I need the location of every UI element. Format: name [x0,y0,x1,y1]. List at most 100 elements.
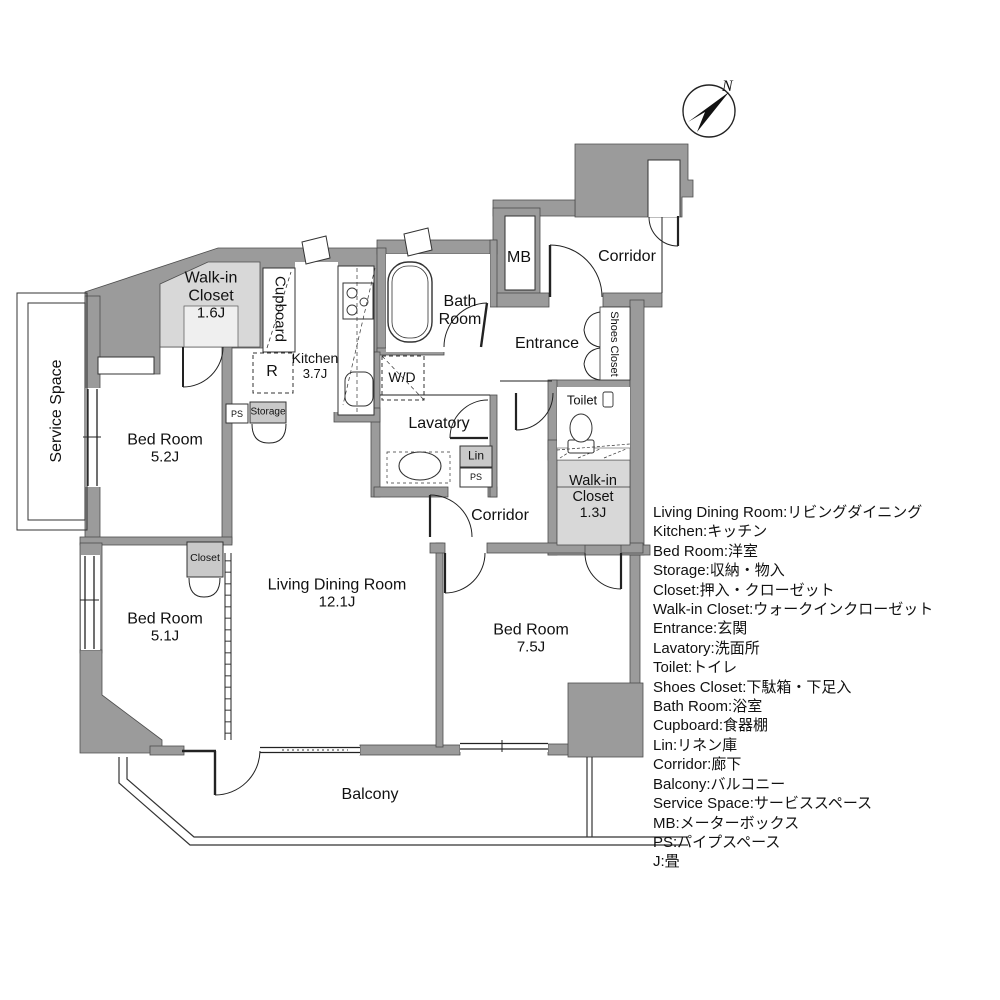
balcony-inner [126,757,688,838]
legend-item: Balcony:バルコニー [653,775,786,793]
wall-right-lower [629,554,641,691]
legend-item: Shoes Closet:下駄箱・下足入 [653,678,852,696]
kitchen-floor [295,262,338,412]
closet-box [186,541,224,578]
bed75-window-gap [460,741,548,752]
room-label-toilet: Toilet [566,392,598,408]
closet-bifold [188,577,221,598]
room-label-bed-room-51: Bed Room 5.1J [127,610,203,645]
room-label-service-space: Service Space [48,359,66,463]
vent-duct-1 [301,235,331,265]
room-label-shoes-closet: Shoes Closet [608,311,621,377]
lin-box [459,445,493,468]
wall-bed52-right [221,346,233,544]
wall-south-a [149,745,185,756]
wall-lavatory-south-a [373,486,449,498]
legend-item: Living Dining Room:リビングダイニング [653,504,923,521]
wall-bed-divider [79,536,233,546]
room-label-lin: Lin [467,448,485,463]
room-label-ps-lower: PS [469,471,483,482]
compass-circle [682,84,736,138]
corridor-door-arc [549,244,603,298]
refrigerator-box [252,352,294,394]
bathtub [387,261,433,343]
room-label-corridor-mid: Corridor [471,507,529,525]
bathtub-inner [391,265,429,339]
ld-door-arc [429,494,473,538]
room-label-mb: MB [507,249,531,267]
room-label-storage: Storage [250,406,286,418]
wash-basin [398,451,442,481]
toilet-cabinet [602,391,614,408]
front-door-arc [648,216,679,247]
legend: Living Dining Room:リビングダイニング Kitchen:キッチ… [653,503,933,872]
room-label-closet: Closet [190,552,220,565]
service-space-outer [16,292,88,531]
stove [342,282,374,320]
shoes-closet-interior [599,306,631,381]
room-label-cupboard: Cupboard [271,276,289,342]
mb-interior [504,215,536,291]
room-label-balcony: Balcony [341,786,399,804]
room-label-living-dining: Living Dining Room 12.1J [267,576,407,611]
room-label-corridor-upper: Corridor [598,248,656,266]
compass [682,84,736,138]
north-arrow-icon [688,92,729,132]
cupboard-diagonal [266,271,292,349]
room-label-bath-room: Bath Room [438,293,482,328]
room-label-refrigerator: R [266,363,278,381]
wall-bath-east [489,239,498,308]
toilet-bowl [569,413,593,443]
lavatory-door-arc [449,399,489,439]
room-label-walk-in-closet-16: Walk-in Closet 1.6J [184,269,238,322]
cupboard-box [262,267,296,353]
bath-door-arc [443,302,488,348]
legend-item: Entrance:玄関 [653,620,748,638]
bed75-door1-arc [444,552,486,594]
toilet-dash [556,443,631,451]
bed75-door2-arc [584,552,622,590]
outlines [16,292,688,846]
balcony-outer [118,757,688,846]
hall-door-arc [515,392,554,431]
wall-entrance-north-a [496,292,550,308]
room-label-bed-room-52: Bed Room 5.2J [127,431,203,466]
room-label-entrance: Entrance [514,335,580,353]
room-label-ps-upper: PS [230,408,244,419]
fixtures [342,261,631,484]
legend-item: Kitchen:キッチン [653,523,768,541]
wall-bath-west [376,247,387,353]
wall-south-b [359,744,461,756]
service-space-inner [27,302,86,521]
wall-block-bottom-right [567,682,644,758]
washer-dryer-diag [381,355,425,401]
legend-item: PS:パイプスペース [653,833,781,851]
legend-item: Closet:押入・クローゼット [653,581,835,599]
wic13-area [556,459,631,546]
wic16-inner [183,305,239,348]
interiors [80,159,681,755]
wall-bed75-north-c [620,542,644,554]
wall-bath-north [376,239,498,255]
storage-bifold [251,423,287,444]
wall-bed51-corner [79,649,163,754]
shoes-closet-bifold [583,311,601,381]
legend-item: J:畳 [653,853,680,871]
room-label-kitchen: Kitchen 3.7J [291,349,339,381]
legend-item: Toilet:トイレ [653,659,738,677]
ps-lower-box [459,467,493,488]
wall-ld-bed75 [435,542,444,748]
room-label-walk-in-closet-13: Walk-in Closet 1.3J [569,472,617,521]
compass-north-label: N [722,78,733,95]
legend-item: MB:メーターボックス [653,814,800,832]
vent-duct-2 [403,227,433,257]
legend-item: Corridor:廊下 [653,756,742,774]
wall-right-upper [629,299,645,556]
bed52-top-window [97,356,155,375]
legend-item: Bath Room:浴室 [653,698,763,716]
legend-item: Lavatory:洗面所 [653,639,760,657]
room-label-bed-room-75: Bed Room 7.5J [493,621,569,656]
room-label-lavatory: Lavatory [408,415,470,433]
